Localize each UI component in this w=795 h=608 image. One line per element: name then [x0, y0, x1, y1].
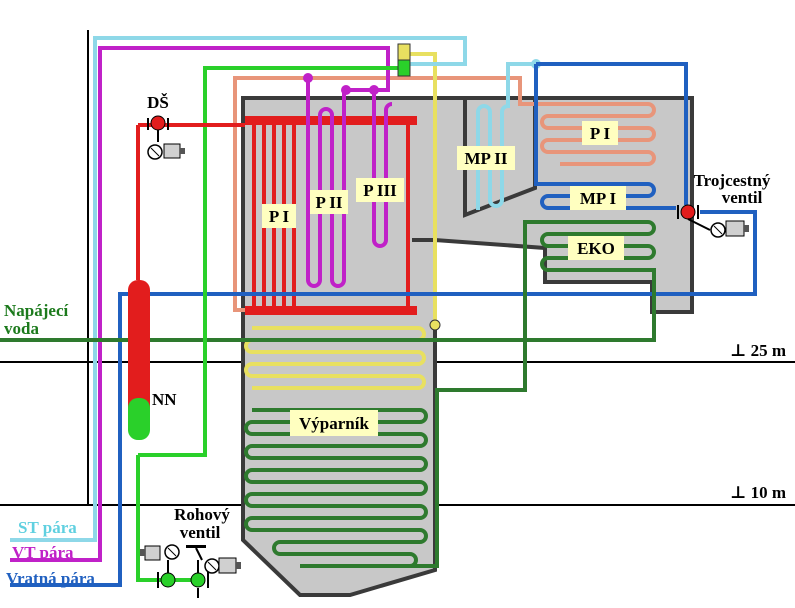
mp2-coil	[476, 62, 536, 210]
label-p1-right: P I	[590, 124, 611, 143]
label-vyparnik: Výparník	[299, 414, 369, 433]
vyparnik-coil	[244, 408, 428, 568]
label-mp1: MP I	[580, 189, 617, 208]
vratna-para-pipe	[10, 210, 757, 587]
junction-node	[303, 73, 313, 83]
label-p3: P III	[363, 181, 397, 200]
mp1-coil	[534, 62, 688, 210]
salmon-coil	[233, 76, 656, 312]
label-napajeci-2: voda	[4, 319, 39, 338]
junction-node	[429, 319, 441, 331]
header-box	[397, 43, 411, 63]
p3-coil	[372, 90, 393, 248]
label-level-10m: ⊥ 10 m	[730, 483, 786, 502]
junction-node	[369, 85, 379, 95]
label-p2: P II	[316, 193, 343, 212]
nn-drum	[128, 280, 150, 438]
nn-drum-water	[128, 398, 150, 440]
eko-coil	[0, 220, 656, 568]
label-mp2: MP II	[465, 149, 508, 168]
label-ds: DŠ	[147, 93, 169, 112]
label-vratna-para: Vratná pára	[6, 569, 95, 588]
label-rohovy-1: Rohový	[174, 505, 230, 524]
label-p1-left: P I	[269, 207, 290, 226]
junction-node	[341, 85, 351, 95]
label-vt-para: VT pára	[12, 543, 74, 562]
section-labels: P I P II P III MP II P I MP I EKO Výparn…	[262, 121, 626, 436]
label-eko: EKO	[577, 239, 615, 258]
ds-valve	[147, 115, 185, 160]
label-st-para: ST pára	[18, 518, 77, 537]
label-nn: NN	[152, 390, 177, 409]
header-box	[397, 59, 411, 77]
trojcestny-valve	[677, 204, 749, 238]
rohovy-valve	[140, 544, 241, 598]
boiler-casing	[241, 96, 694, 597]
p2-coil	[306, 78, 346, 288]
label-rohovy-2: ventil	[180, 523, 221, 542]
label-napajeci-1: Napájecí	[4, 301, 68, 320]
label-trojcestny-2: ventil	[722, 188, 763, 207]
label-level-25m: ⊥ 25 m	[730, 341, 786, 360]
label-trojcestny-1: Trojcestný	[694, 171, 771, 190]
st-para-pipe	[10, 36, 467, 542]
